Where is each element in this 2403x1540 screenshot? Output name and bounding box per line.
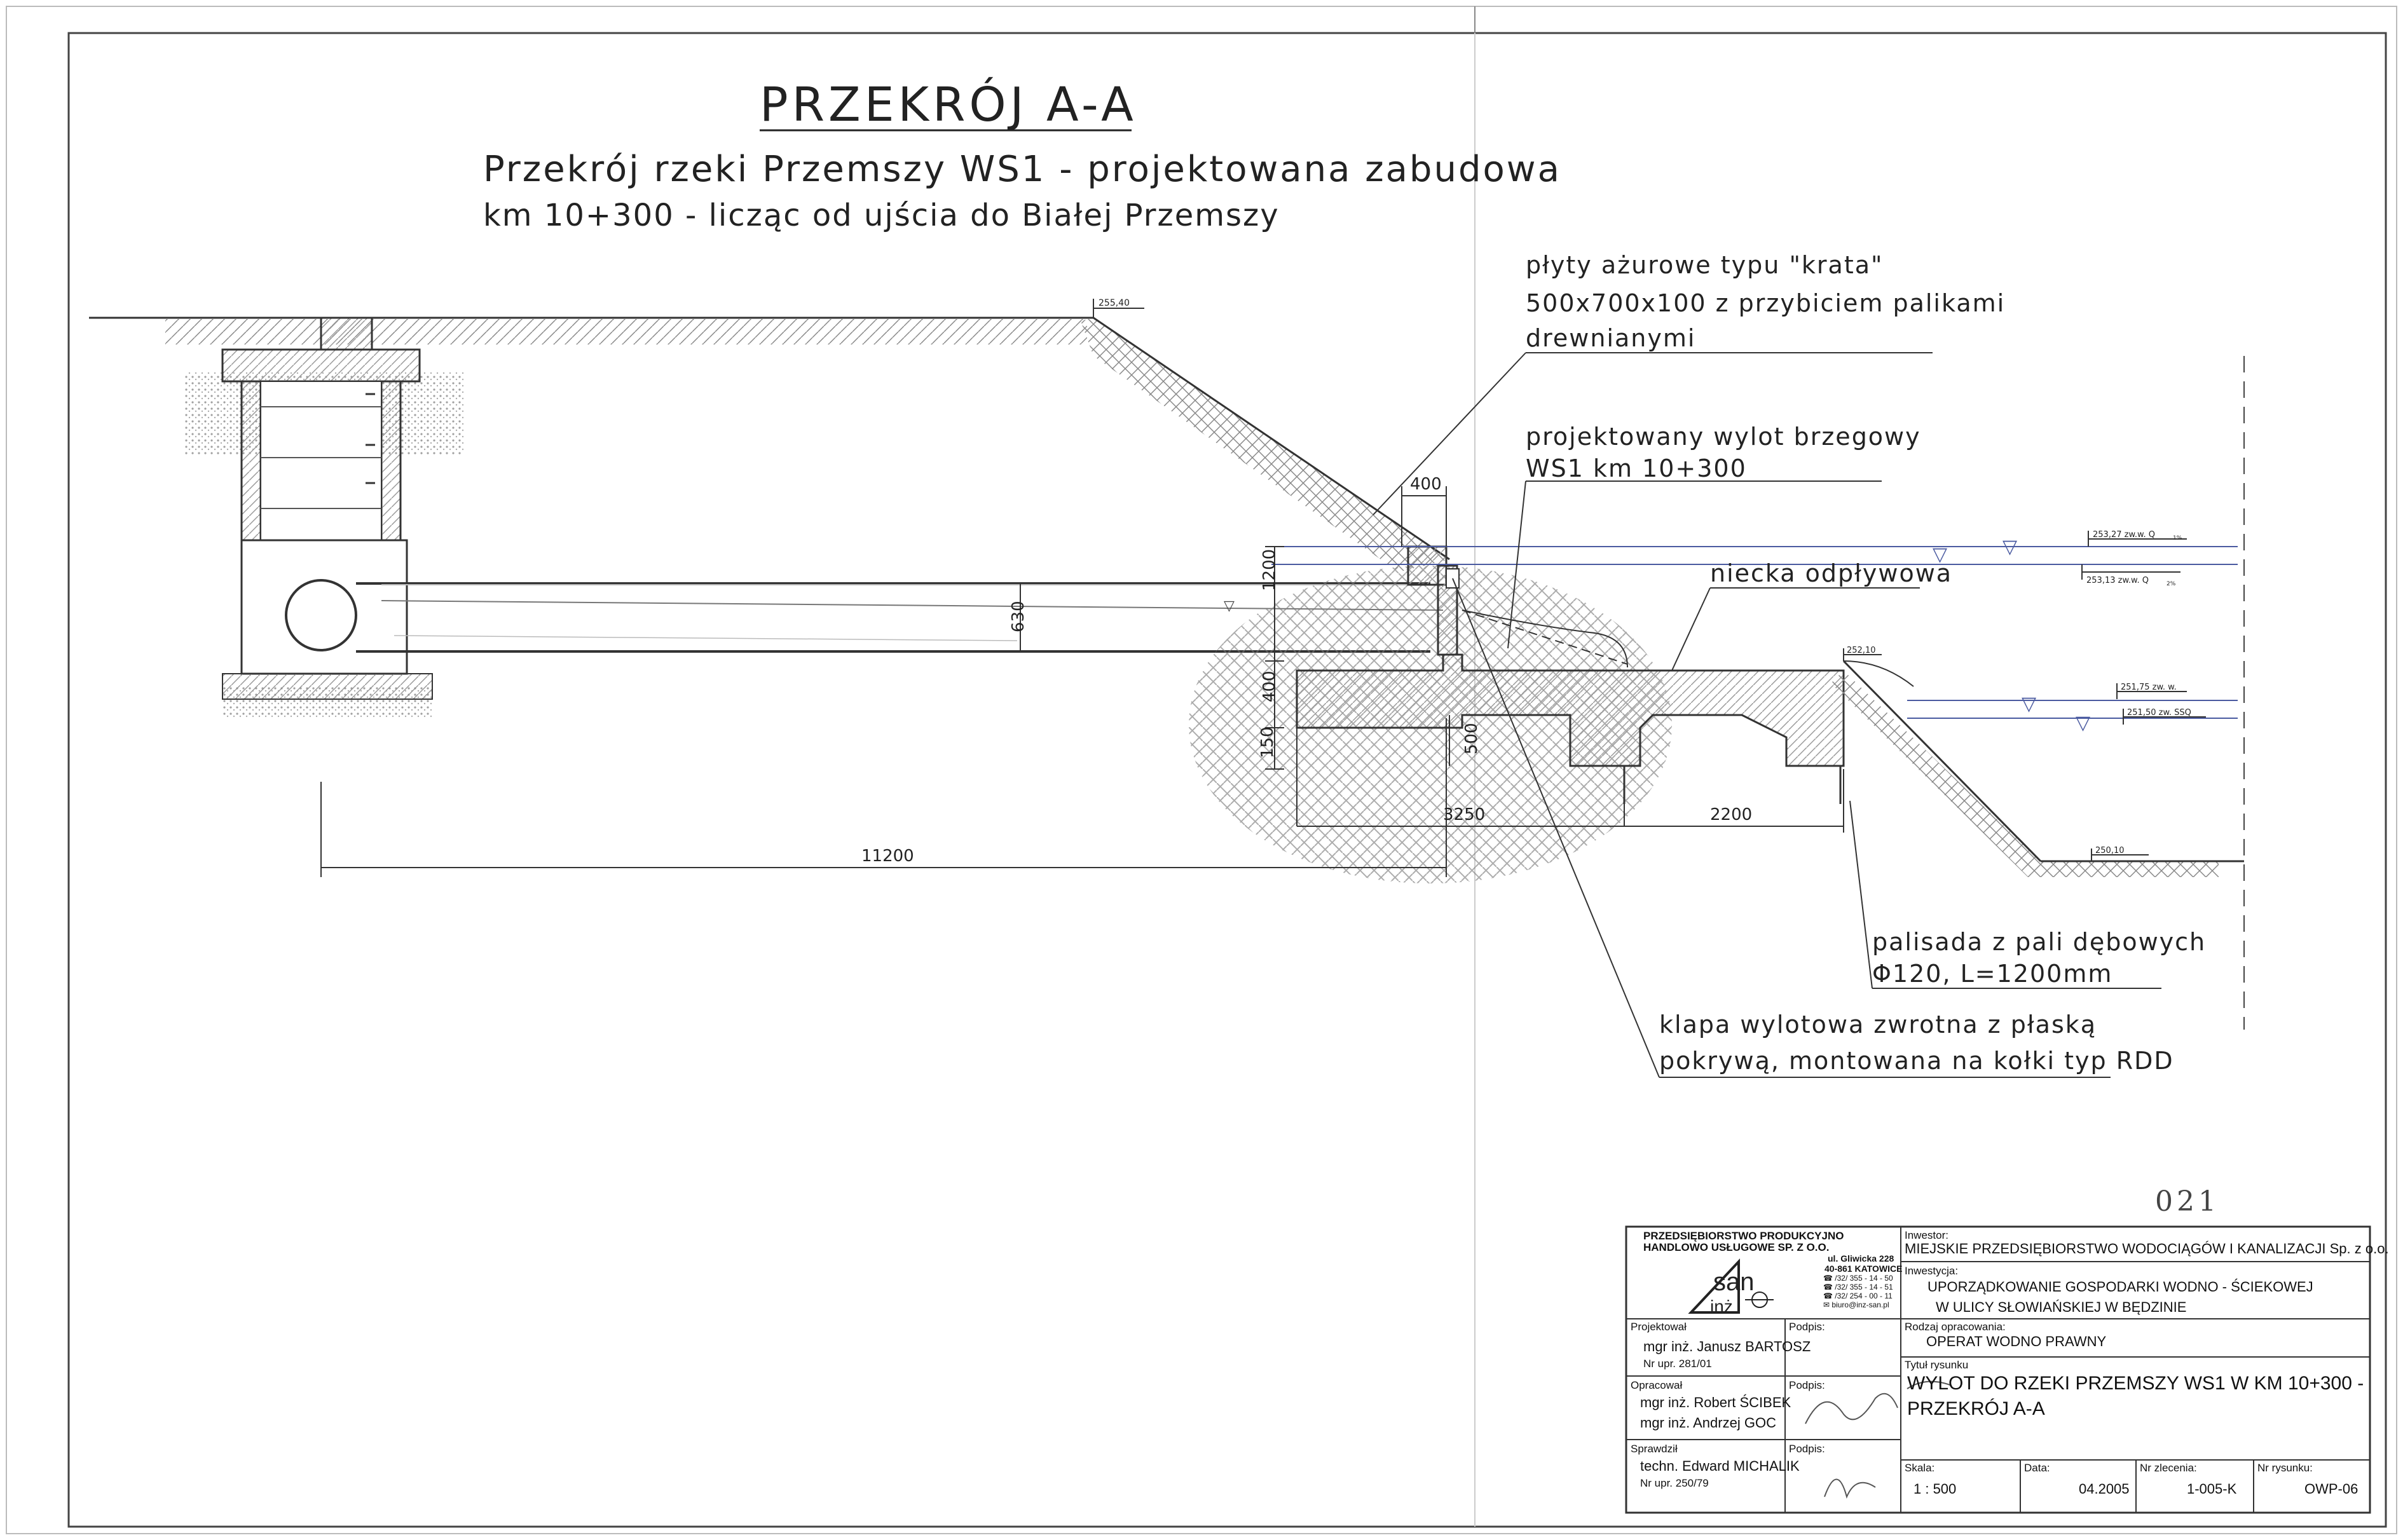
svg-text:san: san (1713, 1268, 1755, 1296)
sheet-number: 021 (2155, 1185, 2220, 1218)
svg-text:630: 630 (1009, 601, 1028, 632)
svg-text:1200: 1200 (1260, 549, 1279, 591)
svg-text:inż: inż (1710, 1297, 1733, 1316)
svg-text:255,40: 255,40 (1099, 298, 1130, 308)
annotation-palisade-1: palisada z pali dębowych (1872, 928, 2206, 956)
signatures (1805, 1380, 1952, 1499)
annotation-plates-2: 500x700x100 z przybiciem palikami (1526, 289, 2005, 317)
svg-text:▽: ▽ (2022, 693, 2036, 715)
svg-text:251,75 zw. w.: 251,75 zw. w. (2121, 683, 2177, 692)
company-logo: san inż (1688, 1258, 1774, 1316)
annotation-plates-3: drewnianymi (1526, 324, 1695, 352)
svg-text:▽: ▽ (1224, 598, 1235, 614)
svg-text:253,13 zw.w. Q: 253,13 zw.w. Q (2086, 576, 2149, 585)
subtitle-line-1: Przekrój rzeki Przemszy WS1 - projektowa… (483, 149, 1561, 190)
svg-text:253,27 zw.w. Q: 253,27 zw.w. Q (2093, 530, 2155, 540)
main-title: PRZEKRÓJ A-A (760, 76, 1137, 132)
svg-text:1%: 1% (2173, 535, 2182, 542)
manhole-chamber (184, 317, 464, 718)
annotation-outlet-1: projektowany wylot brzegowy (1526, 423, 1921, 451)
svg-text:500: 500 (1462, 723, 1481, 754)
svg-text:▽: ▽ (2002, 536, 2017, 558)
svg-text:3250: 3250 (1443, 805, 1485, 824)
subtitle-line-2: km 10+300 - licząc od ujścia do Białej P… (483, 198, 1280, 233)
level-labels: 253,27 zw.w. Q 1% 253,13 zw.w. Q 2% 252,… (1843, 530, 2206, 861)
outlet-structure (1189, 545, 1845, 883)
svg-text:400: 400 (1260, 671, 1279, 702)
annotation-outlet-2: WS1 km 10+300 (1526, 454, 1747, 482)
outlet-pipe: ▽ (356, 582, 1444, 653)
annotation-palisade-2: Φ120, L=1200mm (1872, 960, 2112, 988)
annotation-plates-1: płyty ażurowe typu "krata" (1526, 251, 1884, 279)
leader-lines (1373, 352, 2161, 1078)
annotation-flap-1: klapa wylotowa zwrotna z płaską (1659, 1011, 2097, 1039)
svg-text:400: 400 (1410, 475, 1442, 494)
water-levels: ▽ ▽ ▽ ▽ (1271, 536, 2238, 734)
annotation-flap-2: pokrywą, montowana na kołki typ RDD (1659, 1047, 2174, 1075)
ground-surface (89, 317, 1450, 572)
annotations: płyty ażurowe typu "krata" 500x700x100 z… (1526, 251, 2206, 1075)
svg-text:2%: 2% (2167, 581, 2176, 587)
svg-text:252,10: 252,10 (1847, 646, 1876, 655)
right-bank (1831, 356, 2245, 1030)
svg-text:250,10: 250,10 (2095, 846, 2125, 855)
drawing-title: PRZEKRÓJ A-A Przekrój rzeki Przemszy WS1… (483, 76, 1561, 233)
level-marker-top: 255,40 (1093, 298, 1144, 318)
annotation-basin: niecka odpływowa (1710, 559, 1952, 587)
svg-text:▽: ▽ (1933, 543, 1947, 566)
dimensions (320, 486, 1844, 877)
svg-text:▽: ▽ (2076, 712, 2090, 734)
title-block-grid (1625, 1225, 2371, 1514)
svg-text:2200: 2200 (1710, 805, 1752, 824)
svg-text:11200: 11200 (861, 847, 914, 866)
svg-text:251,50 zw. SSQ: 251,50 zw. SSQ (2127, 708, 2191, 718)
svg-text:150: 150 (1258, 726, 1277, 758)
dimension-labels: 400 1200 630 400 150 500 3250 2200 11200 (861, 475, 1752, 866)
